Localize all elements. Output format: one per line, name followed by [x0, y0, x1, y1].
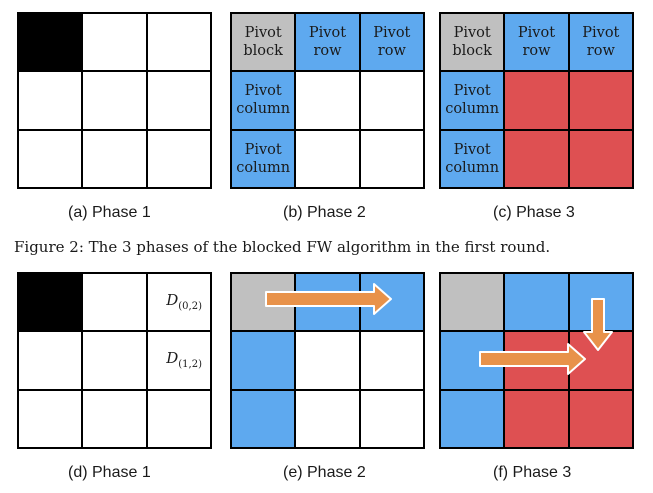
pivot-block-cell: Pivot block	[232, 14, 295, 71]
block	[296, 130, 359, 187]
pivot-block-cell	[441, 274, 504, 331]
block	[83, 332, 146, 389]
pivot-column-cell: Pivot column	[441, 72, 504, 129]
panel-b-grid: Pivot block Pivot row Pivot row Pivot co…	[230, 12, 425, 189]
block	[83, 72, 146, 129]
panel-d-caption: (d) Phase 1	[68, 464, 151, 481]
panel-d-grid: D(0,2) D(1,2)	[17, 272, 212, 449]
d12-label: D(1,2)	[166, 349, 202, 372]
block	[147, 130, 210, 187]
block	[296, 72, 359, 129]
block	[83, 390, 146, 447]
updated-block	[569, 130, 632, 187]
panel-f-grid	[439, 272, 634, 449]
updated-block	[569, 332, 632, 389]
panel-d-pivot-block	[19, 274, 82, 331]
block	[19, 130, 82, 187]
pivot-column-cell: Pivot column	[232, 130, 295, 187]
block	[147, 72, 210, 129]
panel-e-caption: (e) Phase 2	[283, 464, 366, 481]
block	[360, 72, 423, 129]
panel-a-caption: (a) Phase 1	[68, 204, 151, 221]
panel-a-grid	[17, 12, 212, 189]
updated-block	[505, 72, 568, 129]
pivot-row-cell	[296, 274, 359, 331]
block	[296, 390, 359, 447]
updated-block	[505, 130, 568, 187]
block	[83, 14, 146, 71]
figure-caption: Figure 2: The 3 phases of the blocked FW…	[14, 238, 551, 256]
d12-letter: D	[166, 349, 179, 368]
updated-block	[569, 390, 632, 447]
pivot-column-cell	[441, 332, 504, 389]
block	[83, 274, 146, 331]
block-d12: D(1,2)	[147, 332, 210, 389]
pivot-row-cell	[360, 274, 423, 331]
updated-block	[569, 72, 632, 129]
panel-c-caption: (c) Phase 3	[493, 204, 575, 221]
block	[360, 332, 423, 389]
block	[19, 390, 82, 447]
block	[147, 390, 210, 447]
d02-sub: (0,2)	[178, 300, 202, 312]
block-d02: D(0,2)	[147, 274, 210, 331]
pivot-column-cell: Pivot column	[441, 130, 504, 187]
panel-a-pivot-block	[19, 14, 82, 71]
pivot-row-cell	[569, 274, 632, 331]
pivot-column-cell	[232, 390, 295, 447]
pivot-row-cell: Pivot row	[505, 14, 568, 71]
pivot-block-cell: Pivot block	[441, 14, 504, 71]
pivot-column-cell	[232, 332, 295, 389]
pivot-block-cell	[232, 274, 295, 331]
block	[296, 332, 359, 389]
pivot-column-cell	[441, 390, 504, 447]
block	[147, 14, 210, 71]
block	[83, 130, 146, 187]
pivot-row-cell: Pivot row	[296, 14, 359, 71]
block	[360, 130, 423, 187]
pivot-row-cell: Pivot row	[360, 14, 423, 71]
pivot-row-cell	[505, 274, 568, 331]
d02-letter: D	[166, 290, 179, 309]
block	[19, 332, 82, 389]
updated-block	[505, 332, 568, 389]
block	[360, 390, 423, 447]
d12-sub: (1,2)	[178, 359, 202, 371]
pivot-column-cell: Pivot column	[232, 72, 295, 129]
updated-block	[505, 390, 568, 447]
panel-b-caption: (b) Phase 2	[283, 204, 366, 221]
d02-label: D(0,2)	[166, 291, 202, 314]
block	[19, 72, 82, 129]
panel-f-caption: (f) Phase 3	[493, 464, 572, 481]
panel-e-grid	[230, 272, 425, 449]
pivot-row-cell: Pivot row	[569, 14, 632, 71]
panel-c-grid: Pivot block Pivot row Pivot row Pivot co…	[439, 12, 634, 189]
